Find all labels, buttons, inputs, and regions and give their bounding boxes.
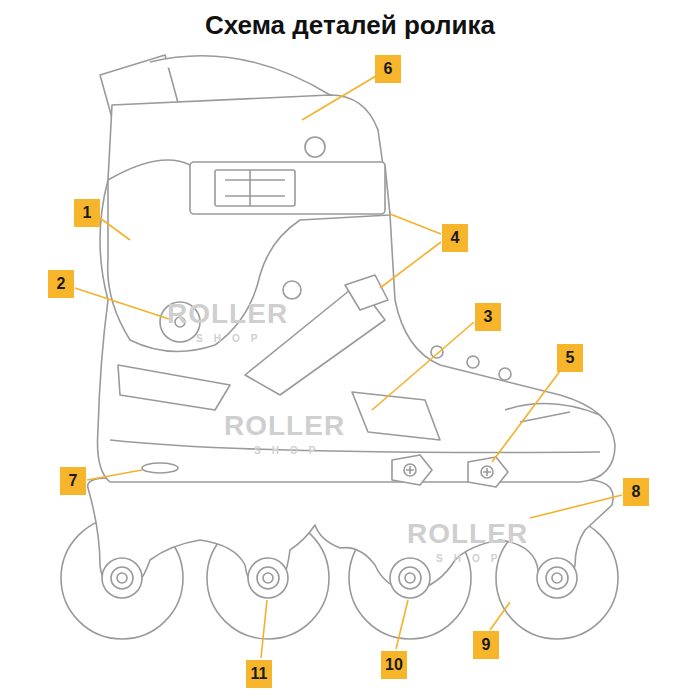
skate-boot-shape xyxy=(468,457,508,487)
skate-boot-shape xyxy=(467,356,479,368)
skate-boot-shape xyxy=(283,281,301,299)
wheel-hubs-shape xyxy=(552,573,562,583)
callout-number: 1 xyxy=(74,199,100,227)
leader-lines-shape xyxy=(261,600,267,658)
wheel-hubs-shape xyxy=(263,573,273,583)
wheel-hubs-shape xyxy=(117,573,127,583)
skate-boot-shape xyxy=(110,440,600,453)
watermark-text: ROLLER xyxy=(407,518,528,550)
callout-number: 5 xyxy=(557,344,583,372)
callout-number: 4 xyxy=(442,224,468,252)
wheel-hubs-shape xyxy=(537,558,577,598)
leader-lines-shape xyxy=(87,470,142,480)
skate-boot-shape xyxy=(305,137,325,157)
skate-boot-shape xyxy=(142,463,178,473)
wheel-hubs-shape xyxy=(405,573,415,583)
skate-boot-shape xyxy=(352,392,440,440)
leader-lines-shape xyxy=(396,600,408,649)
wheel-hubs-shape xyxy=(257,567,279,589)
skate-boot-shape xyxy=(190,162,385,214)
callout-number: 8 xyxy=(623,478,649,506)
skate-boot-shape xyxy=(392,455,432,485)
leader-lines-shape xyxy=(372,322,474,410)
callout-number: 11 xyxy=(246,660,272,688)
skate-boot-shape xyxy=(118,365,230,410)
wheel-hubs-shape xyxy=(248,558,288,598)
leader-lines-shape xyxy=(380,242,441,288)
skate-boot-shape xyxy=(98,95,616,482)
skate-boot-shape xyxy=(406,466,414,474)
callout-number: 6 xyxy=(375,55,401,83)
watermark-text: SHOP xyxy=(196,333,268,344)
watermark-text: SHOP xyxy=(254,445,326,456)
watermark-text: ROLLER xyxy=(167,298,288,330)
skate-boot-shape xyxy=(483,468,491,476)
skate-boot-shape xyxy=(225,170,285,206)
wheel-hubs xyxy=(102,558,577,598)
skate-boot-shape xyxy=(505,404,600,415)
diagram-title: Схема деталей ролика xyxy=(205,10,495,41)
leader-lines-shape xyxy=(75,288,172,320)
wheel-hubs-shape xyxy=(399,567,421,589)
skate-boot-shape xyxy=(215,170,295,206)
leader-lines-shape xyxy=(530,495,622,518)
wheel-hubs-shape xyxy=(546,567,568,589)
callout-number: 10 xyxy=(381,651,407,679)
leader-lines-shape xyxy=(302,76,376,120)
leader-lines-shape xyxy=(100,218,130,240)
callout-number: 7 xyxy=(60,467,86,495)
skate-boot-shape xyxy=(404,464,416,476)
skate-frame xyxy=(88,478,613,592)
skate-frame-shape xyxy=(88,478,613,592)
wheel-hubs-shape xyxy=(390,558,430,598)
leader-lines-shape xyxy=(390,214,441,234)
callout-number: 3 xyxy=(475,303,501,331)
wheel-hubs-shape xyxy=(102,558,142,598)
skate-boot xyxy=(98,55,616,487)
skate-boot-shape xyxy=(499,368,511,380)
wheel-hubs-shape xyxy=(111,567,133,589)
skate-boot-shape xyxy=(481,466,493,478)
watermark-text: SHOP xyxy=(436,553,508,564)
callout-number: 9 xyxy=(473,631,499,659)
skate-boot-shape xyxy=(345,275,388,310)
skate-boot-shape xyxy=(431,346,443,358)
watermark-text: ROLLER xyxy=(224,410,345,442)
callout-number: 2 xyxy=(48,270,74,298)
leader-lines xyxy=(75,76,622,658)
leader-lines-shape xyxy=(490,602,510,630)
leader-lines-shape xyxy=(492,371,560,462)
